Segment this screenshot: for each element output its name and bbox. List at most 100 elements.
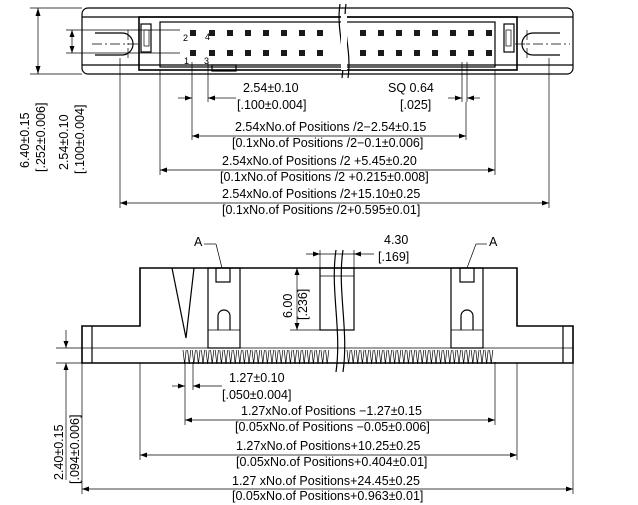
contact-tooth (288, 349, 293, 365)
pin (299, 50, 305, 56)
pin (396, 50, 402, 56)
pin-size-arrow-left (455, 95, 462, 101)
side-break-line-left (333, 249, 339, 373)
pin (190, 50, 196, 56)
side-v-groove (171, 267, 195, 339)
top-housing-body (138, 16, 518, 71)
side-width-dim-in: [.169] (378, 250, 409, 264)
pin (432, 50, 438, 56)
contact-tooth (434, 349, 438, 365)
top-break-gap (341, 14, 347, 70)
side-dim-a-arrow-left (185, 417, 192, 423)
right-latch-inner (505, 29, 512, 47)
pin (245, 50, 251, 56)
contact-tooth (429, 349, 434, 365)
contact-tooth (201, 349, 205, 365)
top-row-pitch-dim: 2.54±0.10 (57, 114, 71, 170)
side-pitch-dim: 1.27±0.10 (229, 371, 285, 385)
side-view: A A 4.30 [.169] 6.00 [.236] 2.40±0.15 [.… (52, 233, 574, 503)
top-pin-size-dim: SQ 0.64 (388, 81, 434, 95)
contact-tooth (346, 349, 351, 365)
top-housing-cavity (159, 21, 496, 68)
top-pitch-dim-in: [.100±0.004] (237, 98, 306, 112)
pin (281, 30, 287, 36)
top-height-dim-in: [.252±0.006] (34, 103, 48, 172)
contact-tooth (187, 349, 192, 365)
pin (227, 30, 233, 36)
pin (432, 30, 438, 36)
side-dim-c-arrow-left (82, 486, 89, 492)
side-dim-c-in: [0.05xNo.of Positions+0.963±0.01] (232, 489, 423, 503)
pitch-arrow-left (185, 95, 192, 101)
contact-tooth (274, 349, 279, 365)
contact-tooth (420, 349, 425, 365)
contact-teeth-row (182, 349, 494, 365)
contact-tooth (360, 349, 365, 365)
dim-c-arrow-right (542, 200, 549, 206)
contact-tooth (256, 349, 261, 365)
side-break-line-right (340, 249, 346, 373)
side-pitch-dim-in: [.050±0.004] (222, 388, 291, 402)
pin-label-3: 3 (204, 56, 209, 66)
side-dim-a-in: [0.05xNo.of Positions −0.05±0.006] (235, 420, 430, 434)
contact-tooth (378, 349, 383, 365)
contact-tooth (293, 349, 297, 365)
contact-tooth (260, 349, 265, 365)
contact-tooth (411, 349, 415, 365)
side-callout-a-right: A (489, 235, 498, 249)
pin (450, 50, 456, 56)
contact-tooth (374, 349, 379, 365)
contact-tooth (447, 349, 452, 365)
side-height-dim: 2.40±0.15 (52, 424, 66, 480)
row-pitch-arrow-bottom (69, 46, 75, 53)
side-dim-a: 1.27xNo.of Positions −1.27±0.15 (241, 404, 422, 418)
top-dim-b: 2.54xNo.of Positions /2 +5.45±0.20 (222, 154, 417, 168)
contact-tooth (470, 349, 475, 365)
pin (468, 30, 474, 36)
side-height-arrow-top (63, 341, 69, 348)
contact-tooth (214, 349, 219, 365)
contact-tooth (270, 349, 274, 365)
contact-tooth (210, 349, 215, 365)
contact-tooth (325, 349, 330, 365)
pin (360, 50, 366, 56)
pin-size-arrow-right (467, 95, 474, 101)
contact-tooth (237, 349, 242, 365)
contact-tooth (224, 349, 228, 365)
dim-a-arrow-right (459, 133, 466, 139)
side-height-arrow-bottom (63, 363, 69, 370)
side-width-dim: 4.30 (384, 233, 408, 247)
side-dim-b: 1.27xNo.of Positions+10.25±0.25 (236, 439, 420, 453)
pin (209, 50, 215, 56)
side-dim-c: 1.27 xNo.of Positions+24.45±0.25 (232, 474, 420, 488)
contact-tooth (475, 349, 480, 365)
contact-tooth (311, 349, 316, 365)
top-flange-outline (81, 7, 574, 75)
contact-tooth (457, 349, 461, 365)
polarization-key (211, 64, 237, 72)
pin-label-1: 1 (184, 56, 189, 66)
side-pitch-arrow-right (193, 383, 200, 389)
contact-tooth (306, 349, 311, 365)
contact-tooth (480, 349, 484, 365)
contact-tooth (406, 349, 411, 365)
side-left-latch-frame (207, 267, 241, 349)
side-depth-dim: 6.00 (281, 294, 295, 318)
pitch-arrow-right (208, 95, 215, 101)
top-dim-b-in: [0.1xNo.of Positions /2 +0.215±0.008] (220, 170, 429, 184)
pin (317, 50, 323, 56)
right-latch-slot (503, 23, 515, 53)
side-right-latch-window (459, 267, 475, 283)
pin (378, 30, 384, 36)
top-view: 2 4 1 3 6.40±0.15 [.252±0.006] 2.54±0.10… (18, 3, 574, 217)
pin (468, 50, 474, 56)
contact-tooth (182, 349, 187, 365)
pin (227, 50, 233, 56)
contact-tooth (228, 349, 233, 365)
pin (486, 50, 492, 56)
contact-tooth (484, 349, 489, 365)
contact-tooth (397, 349, 402, 365)
pin (263, 30, 269, 36)
contact-tooth (316, 349, 320, 365)
